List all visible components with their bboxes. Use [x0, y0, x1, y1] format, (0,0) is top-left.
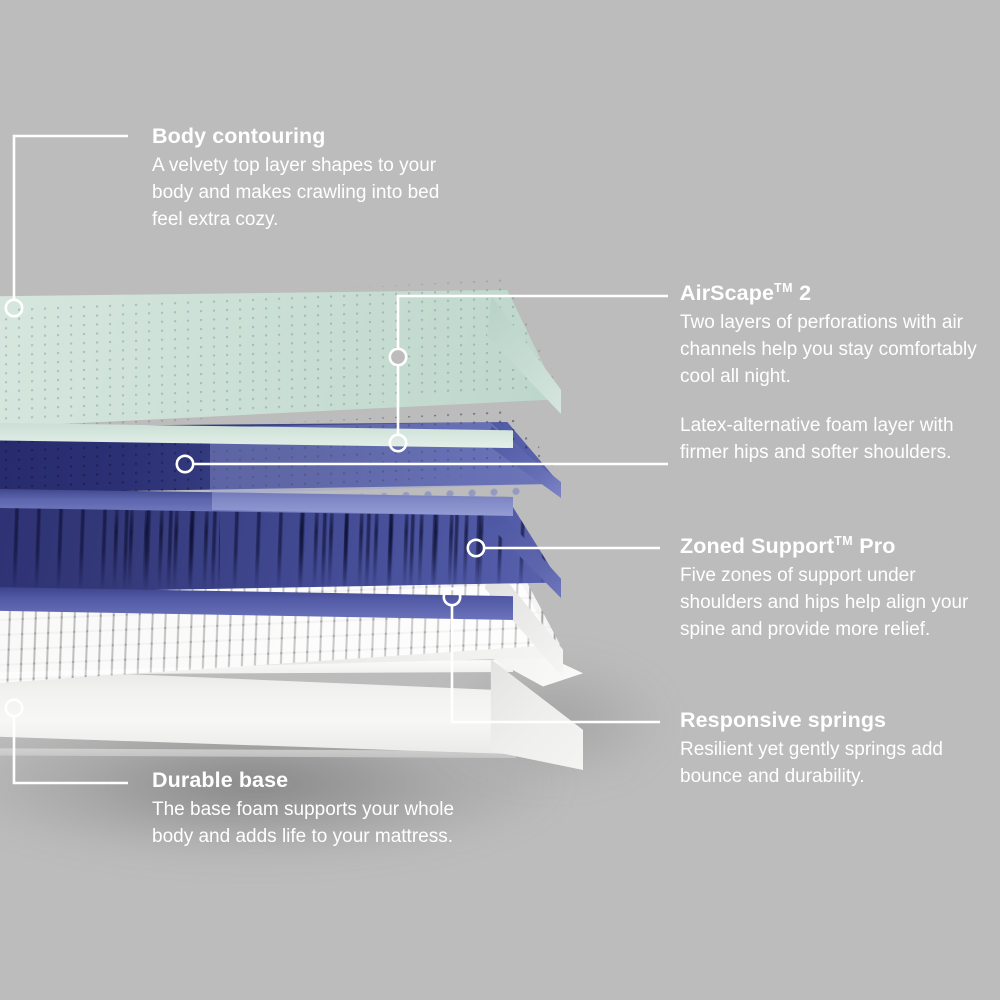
trademark-superscript: TM: [834, 534, 854, 548]
callout-body-text: A velvety top layer shapes to your body …: [152, 154, 440, 230]
callout-title-body-contouring: Body contouring: [152, 124, 452, 149]
callout-body-text: Five zones of support under shoulders an…: [680, 564, 969, 640]
callout-body-text-secondary: Latex-alternative foam layer with firmer…: [680, 414, 954, 463]
callout-title-responsive-springs: Responsive springs: [680, 708, 1000, 733]
callout-zoned-support-pro: Zoned SupportTM Pro Five zones of suppor…: [680, 534, 1000, 644]
base-foam-bottom-edge: [0, 748, 516, 758]
callout-title-zoned-support: Zoned SupportTM Pro: [680, 534, 1000, 559]
callout-title-text: AirScape: [680, 281, 775, 306]
zoned-foam-zone-shoulders: [110, 500, 220, 594]
callout-body-text: The base foam supports your whole body a…: [152, 798, 455, 847]
callout-body-text: Two layers of perforations with air chan…: [680, 311, 977, 387]
callout-title-text: Durable base: [152, 768, 289, 792]
callout-title-text: Body contouring: [152, 124, 326, 148]
zoned-foam-front-face: [0, 586, 513, 620]
callout-title-text: Responsive springs: [680, 708, 887, 732]
callout-body-contouring: Body contouring A velvety top layer shap…: [152, 124, 452, 234]
layer-comfort-foam: [0, 290, 561, 450]
callout-airscape-2: AirScapeTM 2 Two layers of perforations …: [680, 281, 1000, 467]
callout-title-airscape: AirScapeTM 2: [680, 281, 1000, 306]
callout-body-text: Resilient yet gently springs add bounce …: [680, 738, 943, 787]
callout-durable-base: Durable base The base foam supports your…: [152, 768, 462, 851]
layer-zoned-support-foam: [0, 487, 561, 638]
mattress-illustration: [0, 270, 620, 770]
callout-title-text: Zoned Support: [680, 534, 835, 559]
trademark-superscript: TM: [774, 281, 794, 295]
callout-title-suffix: Pro: [853, 534, 896, 559]
callout-title-durable-base: Durable base: [152, 768, 462, 793]
callout-title-suffix: 2: [793, 281, 812, 306]
callout-responsive-springs: Responsive springs Resilient yet gently …: [680, 708, 1000, 791]
comfort-foam-front-face: [0, 422, 513, 448]
